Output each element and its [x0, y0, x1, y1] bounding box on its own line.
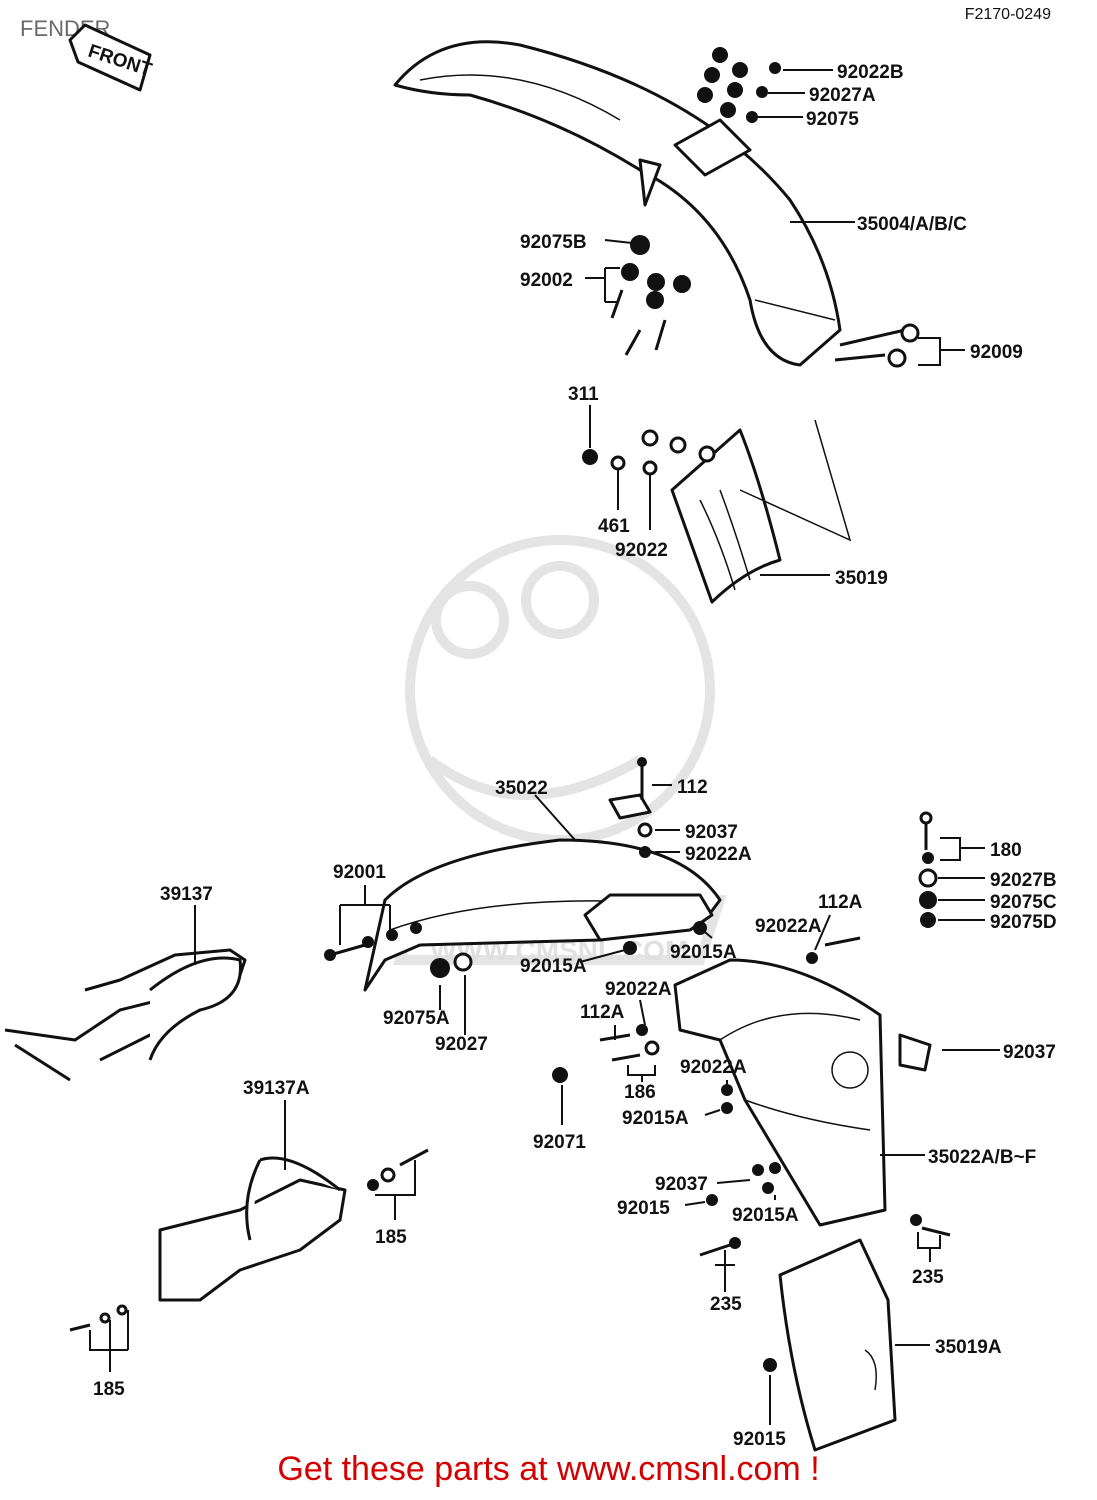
- grommet-cluster-side: [610, 235, 691, 356]
- label-92037-top: 92037: [685, 822, 738, 843]
- bracket-39137A: [69, 1148, 429, 1332]
- hardware-180-stack: [918, 811, 938, 928]
- label-92022A-right: 92022A: [755, 916, 822, 937]
- label-92015A-low: 92015A: [622, 1108, 689, 1129]
- label-39137: 39137: [160, 884, 213, 905]
- label-92075D: 92075D: [990, 912, 1057, 933]
- label-92037-right: 92037: [1003, 1042, 1056, 1063]
- label-92022A-low: 92022A: [680, 1057, 747, 1078]
- front-fender-35004: [393, 40, 842, 367]
- label-185-lower: 185: [93, 1379, 125, 1400]
- label-35004: 35004/A/B/C: [857, 214, 967, 235]
- label-92075: 92075: [806, 109, 859, 130]
- label-186: 186: [624, 1082, 656, 1103]
- label-112A-right: 112A: [818, 892, 863, 913]
- grommet-cluster-top: [697, 47, 781, 123]
- bracket-39137: [4, 948, 247, 1082]
- label-92075C: 92075C: [990, 892, 1057, 913]
- label-112: 112: [677, 777, 708, 798]
- label-39137A: 39137A: [243, 1078, 310, 1099]
- diagram-code: F2170-0249: [964, 6, 1051, 23]
- front-fender-35022: [363, 757, 722, 992]
- hardware-92001-cluster: [324, 921, 707, 978]
- label-92015A-mid: 92015A: [670, 942, 737, 963]
- label-92022A-top: 92022A: [685, 844, 752, 865]
- leader-lines: [89, 69, 1000, 1425]
- label-92015-mid: 92015: [617, 1198, 670, 1219]
- label-35022: 35022: [495, 778, 548, 799]
- label-92075A: 92075A: [383, 1008, 450, 1029]
- label-311: 311: [568, 384, 599, 405]
- label-92027: 92027: [435, 1034, 488, 1055]
- label-92027A: 92027A: [809, 85, 876, 106]
- label-92001: 92001: [333, 862, 386, 883]
- label-92022A-mid: 92022A: [605, 979, 672, 1000]
- label-92002: 92002: [520, 270, 573, 291]
- label-92015-bottom: 92015: [733, 1429, 786, 1450]
- label-92037-low: 92037: [655, 1174, 708, 1195]
- label-185-upper: 185: [375, 1227, 407, 1248]
- label-92022B: 92022B: [837, 62, 904, 83]
- mud-flap-35019: [670, 419, 852, 604]
- label-92022: 92022: [615, 540, 668, 561]
- label-35019A: 35019A: [935, 1337, 1002, 1358]
- washers-311-461: [582, 429, 716, 476]
- footer-link-text[interactable]: Get these parts at www.cmsnl.com !: [277, 1450, 820, 1488]
- label-92071: 92071: [533, 1132, 586, 1153]
- label-92009: 92009: [970, 342, 1023, 363]
- label-180: 180: [990, 840, 1022, 861]
- rear-fender-35022A: [673, 958, 932, 1227]
- label-112A-left: 112A: [580, 1002, 625, 1023]
- front-direction-tag: FRONT: [68, 23, 155, 92]
- label-92015A-left: 92015A: [520, 956, 587, 977]
- label-235-right: 235: [912, 1267, 944, 1288]
- label-235-left: 235: [710, 1294, 742, 1315]
- label-92015A-bottom: 92015A: [732, 1205, 799, 1226]
- rear-mud-flap-35019A: [778, 1238, 897, 1452]
- label-35022A: 35022A/B~F: [928, 1147, 1036, 1168]
- label-92075B: 92075B: [520, 232, 587, 253]
- bolts-92009: [834, 323, 920, 368]
- label-461: 461: [598, 516, 630, 537]
- part-labels: 92022B 92027A 92075 35004/A/B/C 92075B 9…: [93, 62, 1057, 1450]
- label-92027B: 92027B: [990, 870, 1057, 891]
- label-35019: 35019: [835, 568, 888, 589]
